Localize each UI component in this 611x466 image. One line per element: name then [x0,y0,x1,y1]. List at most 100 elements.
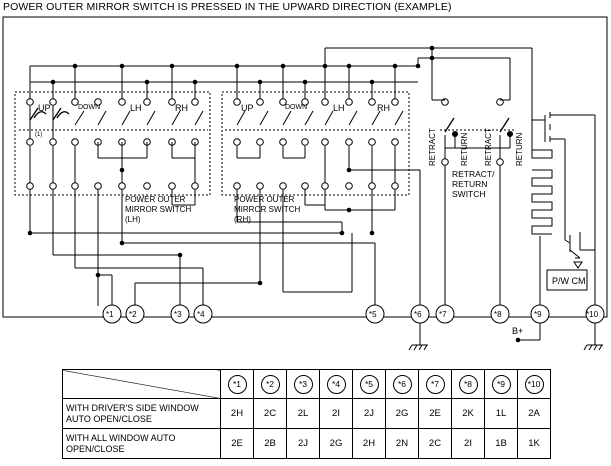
row-label-line2: OPEN/CLOSE [66,443,125,454]
retract-switch-label-1: RETRACT/ [452,169,495,179]
diagram-title: POWER OUTER MIRROR SWITCH IS PRESSED IN … [3,1,452,13]
header-label: *7 [425,374,445,394]
top-bus-wires [29,47,532,100]
table-cell: 1B [484,428,518,459]
table-cell: 2G [319,428,353,459]
table-cell: 2C [418,428,452,459]
retract-switch-label-3: SWITCH [452,189,486,199]
pwcm-label: P/W CM [552,276,586,286]
table-header-row: *1 *2 *3 *4 *5 *6 *7 *8 *9 *10 [62,369,551,399]
table-cell: 1L [484,398,518,429]
rh-down-label: DOWN [285,104,307,111]
row-label-line2: AUTO OPEN/CLOSE [66,413,152,424]
table-cell: 2A [517,398,551,429]
table-cell: 2H [220,398,254,429]
switch-lh-label-1: POWER OUTER [125,195,186,204]
battery-connection: B+ [512,323,541,343]
pwcm-box [546,269,588,291]
battery-label: B+ [512,326,523,336]
pwcm-module: P/W CM [531,48,596,306]
table-cell: 2I [319,398,353,429]
table-corner-cell [62,369,221,399]
header-label: *10 [524,374,544,394]
switch-rh-label-2: MIRROR SWITCH [234,205,300,214]
terminal-9: *9 [534,310,542,319]
connector-table: *1 *2 *3 *4 *5 *6 *7 *8 *9 *10 WITH DRIV… [62,369,551,459]
header-label: *4 [326,374,346,394]
table-cell: 2C [253,398,287,429]
return-label-1: RETURN [460,132,469,166]
table-cell: 2J [352,398,386,429]
table-header-cell: *8 [451,369,485,399]
lower-wiring [29,169,421,306]
return-label-2: RETURN [515,132,524,166]
header-label: *8 [458,374,478,394]
table-cell: 2I [451,428,485,459]
table-cell: 2G [385,398,419,429]
table-header-cell: *3 [286,369,320,399]
table-cell: 2L [286,398,320,429]
table-cell: 2K [451,398,485,429]
header-label: *6 [392,374,412,394]
row-label-line1: WITH ALL WINDOW AUTO [66,432,176,443]
table-header-cell: *9 [484,369,518,399]
terminal-2: *2 [129,310,137,319]
table-cell: 2B [253,428,287,459]
terminal-10: *10 [586,310,599,319]
table-cell: 2N [385,428,419,459]
row-label-line1: WITH DRIVER'S SIDE WINDOW [66,402,199,413]
terminal-1: *1 [106,310,114,319]
terminal-8: *8 [494,310,502,319]
diagram-border [2,16,608,318]
terminal-3: *3 [174,310,182,319]
terminal-5: *5 [369,310,377,319]
terminal-4: *4 [197,310,205,319]
switch-rh-label-3: (RH) [234,215,251,224]
table-header-cell: *4 [319,369,353,399]
lh-up-label: UP [38,103,51,113]
retract-switch-label-2: RETURN [452,179,487,189]
rh-lh-label: LH [333,103,345,113]
retract-label-2: RETRACT [484,128,493,166]
table-header-cell: *6 [385,369,419,399]
header-label: *5 [359,374,379,394]
mirror-switch-lh: UP DOWN LH RH (1) [14,91,211,196]
terminal-row: *1 *2 *3 *4 *5 *6 *7 *8 *9 *10 [102,304,605,324]
switch-lh-label-2: MIRROR SWITCH [125,205,191,214]
table-cell: 2E [220,428,254,459]
switch-rh-label-1: POWER OUTER [234,195,295,204]
table-header-cell: *10 [517,369,551,399]
rh-rh-label: RH [377,103,390,113]
table-cell: 2H [352,428,386,459]
lh-lh-label: LH [130,103,142,113]
switch-lh-label-3: (LH) [125,215,141,224]
bus-junctions [50,45,435,85]
table-header-cell: *2 [253,369,287,399]
header-label: *9 [491,374,511,394]
table-cell: 2E [418,398,452,429]
rh-up-label: UP [241,103,254,113]
retract-label-1: RETRACT [428,128,437,166]
table-header-cell: *1 [220,369,254,399]
wiring-diagram: UP DOWN LH RH (1) POWER OUTER MIRROR SWI… [2,16,608,351]
header-label: *2 [260,374,280,394]
lh-down-label: DOWN [78,104,100,111]
lh-rh-label: RH [175,103,188,113]
table-cell: 1K [517,428,551,459]
ground-symbols [408,323,603,351]
retract-return-switch: RETRACT RETURN RETRACT RETURN [428,58,524,306]
table-cell: 2J [286,428,320,459]
lower-junctions [27,207,375,286]
terminal-6: *6 [414,310,422,319]
table-header-cell: *7 [418,369,452,399]
mirror-switch-rh: UP DOWN LH RH [221,91,410,196]
table-header-cell: *5 [352,369,386,399]
header-label: *3 [293,374,313,394]
lh-note-label: (1) [35,132,42,138]
terminal-7: *7 [439,310,447,319]
header-label: *1 [227,374,247,394]
